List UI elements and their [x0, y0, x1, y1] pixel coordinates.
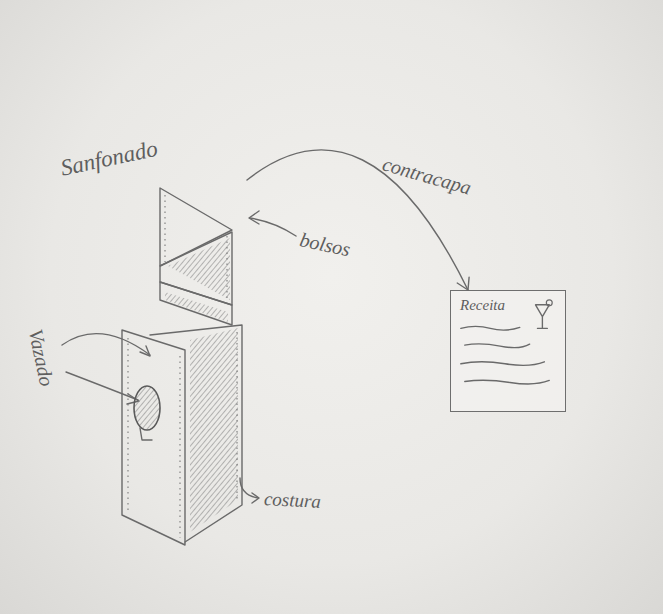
booklet-title: Sanfonado — [58, 136, 160, 182]
text-scribble — [465, 380, 550, 384]
front-panel — [122, 330, 185, 545]
pocket-shading — [190, 328, 238, 532]
recipe-card: Receita — [450, 290, 566, 412]
text-scribble — [461, 362, 545, 366]
leader-line — [66, 372, 138, 400]
arrow-head — [457, 277, 469, 290]
leader-line — [62, 334, 150, 355]
part-label: costura — [263, 488, 321, 513]
curved-arrow — [247, 150, 468, 290]
arrow-head — [140, 346, 150, 356]
glass-icon — [546, 300, 552, 306]
stitch-line — [128, 195, 237, 538]
leader-line — [250, 218, 296, 236]
accordion-illustration — [55, 150, 247, 550]
card-title: Receita — [460, 297, 505, 314]
pocket-shading — [165, 292, 228, 322]
part-label: Vazado — [24, 327, 59, 388]
fold-panel — [150, 325, 242, 542]
cutout-detail — [140, 428, 152, 440]
text-scribble — [465, 344, 530, 348]
part-label: bolsos — [298, 228, 353, 261]
arrow-label: contracapa — [379, 152, 473, 199]
cutout-hole — [134, 386, 160, 430]
arrow-head — [249, 211, 259, 224]
arrow-head — [252, 493, 259, 503]
text-scribble — [461, 326, 520, 330]
accordion-booklet: Sanfonado — [55, 150, 247, 550]
fold-panel — [160, 282, 232, 325]
glass-icon — [536, 305, 550, 329]
